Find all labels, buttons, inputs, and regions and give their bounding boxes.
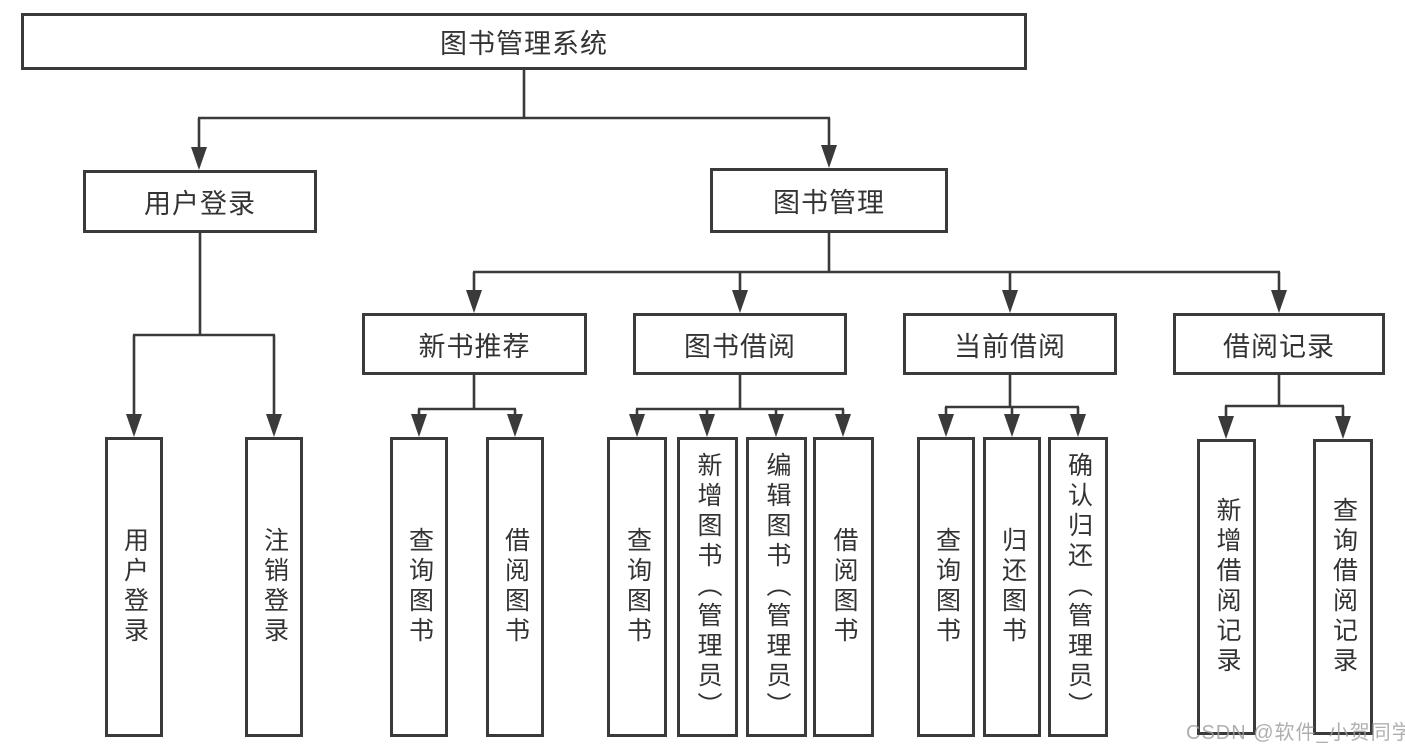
node-root-library-system: 图书管理系统 xyxy=(21,13,1027,70)
leaf-query-borrow-record: 查询借阅记录 xyxy=(1313,439,1373,735)
leaf-recommend-query-books: 查询图书 xyxy=(390,437,448,737)
node-book-borrow: 图书借阅 xyxy=(633,313,847,375)
connector-lines xyxy=(132,70,1345,423)
node-borrow-records: 借阅记录 xyxy=(1173,313,1385,375)
node-current-borrow: 当前借阅 xyxy=(903,313,1117,375)
leaf-user-login: 用户登录 xyxy=(105,437,163,737)
leaf-logout: 注销登录 xyxy=(245,437,303,737)
leaf-confirm-return-admin: 确认归还（管理员） xyxy=(1048,437,1108,737)
leaf-return-books: 归还图书 xyxy=(983,437,1041,737)
node-new-book-recommend: 新书推荐 xyxy=(362,313,587,375)
leaf-add-books-admin: 新增图书（管理员） xyxy=(677,437,738,737)
leaf-current-query-books: 查询图书 xyxy=(917,437,975,737)
leaf-borrow-query-books: 查询图书 xyxy=(607,437,667,737)
node-book-management: 图书管理 xyxy=(710,168,948,233)
leaf-borrow-books: 借阅图书 xyxy=(813,437,874,737)
csdn-watermark: CSDN @软件_小贺同学 xyxy=(1186,722,1405,744)
leaf-recommend-borrow-books: 借阅图书 xyxy=(486,437,544,737)
leaf-add-borrow-record: 新增借阅记录 xyxy=(1197,439,1256,735)
node-user-login: 用户登录 xyxy=(83,170,317,233)
leaf-edit-books-admin: 编辑图书（管理员） xyxy=(746,437,807,737)
connector-arrowheads xyxy=(126,145,1351,439)
